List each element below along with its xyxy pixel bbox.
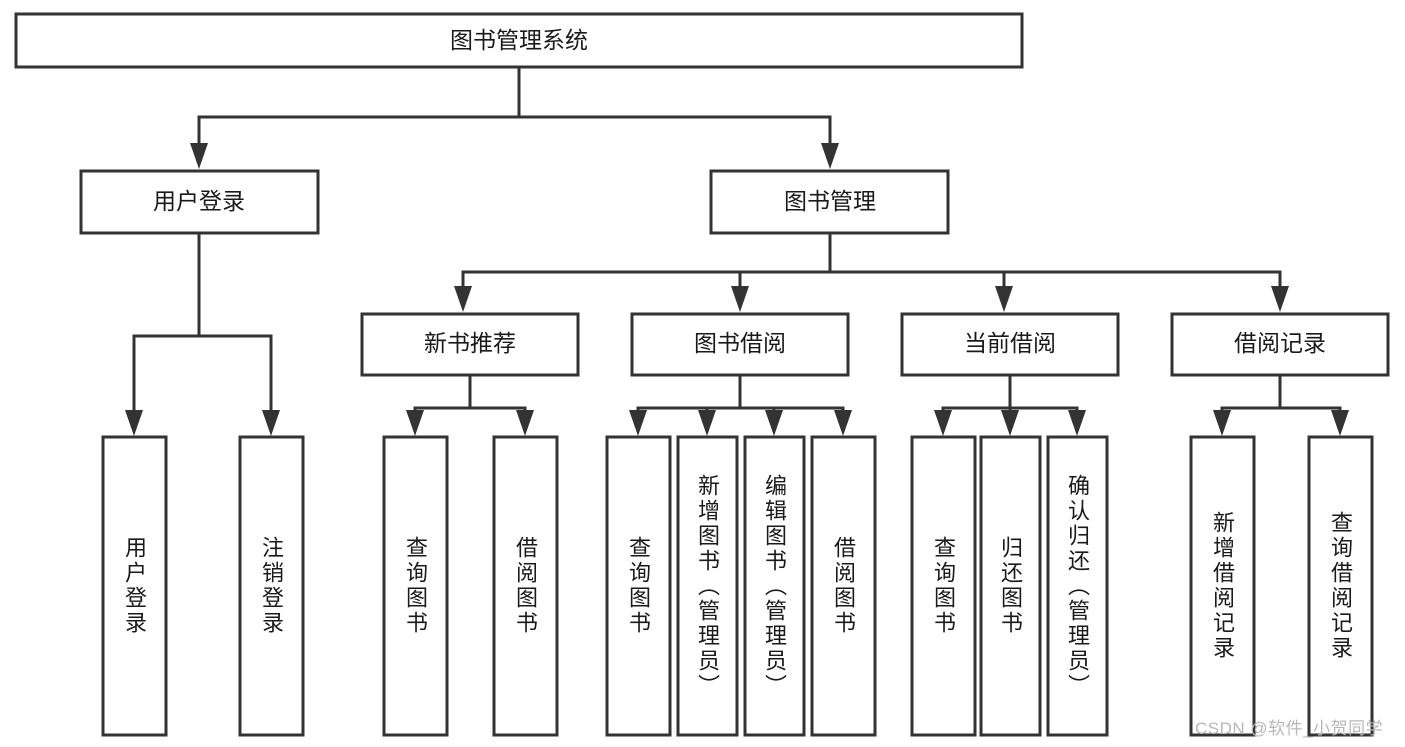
arrow-book-borrow-leaf2-icon (698, 410, 716, 436)
arrow-to-current-borrow-icon (995, 286, 1013, 312)
arrow-to-new-book-icon (454, 286, 472, 312)
leaf-box-current-borrow-1[interactable] (979, 435, 1042, 737)
leaf-box-current-borrow-0[interactable] (910, 435, 977, 737)
arrow-root-to-book-manage-icon (821, 143, 839, 169)
arrow-new-book-leaf2-icon (516, 410, 534, 436)
arrow-book-borrow-leaf4-icon (834, 410, 852, 436)
node-user-login-label: 用户登录 (153, 188, 245, 214)
leaf-box-new-book-0[interactable] (382, 435, 449, 737)
leaf-box-borrow-record-1[interactable] (1307, 435, 1374, 737)
arrow-current-borrow-leaf1-icon (934, 410, 952, 436)
leaf-box-borrow-record-0[interactable] (1189, 435, 1256, 737)
node-new-book-recommend-box[interactable] (360, 312, 580, 377)
node-current-borrow-box[interactable] (900, 312, 1120, 377)
arrow-to-borrow-record-icon (1271, 286, 1289, 312)
leaf-box-book-borrow-3[interactable] (810, 435, 877, 737)
node-book-manage-box[interactable] (709, 169, 950, 235)
leaf-box-book-borrow-2[interactable] (743, 435, 806, 737)
arrow-current-borrow-leaf2-icon (1001, 410, 1019, 436)
arrow-book-borrow-leaf3-icon (765, 410, 783, 436)
watermark-text: CSDN @软件_小贺同学 (1195, 719, 1384, 738)
arrow-current-borrow-leaf3-icon (1068, 410, 1086, 436)
node-borrow-record-box[interactable] (1170, 312, 1390, 377)
node-root-label: 图书管理系统 (450, 27, 588, 53)
leaf-box-new-book-1[interactable] (492, 435, 559, 737)
arrow-root-to-user-login-icon (190, 143, 208, 169)
arrow-borrow-record-leaf2-icon (1331, 410, 1349, 436)
node-borrow-record-label: 借阅记录 (1234, 330, 1326, 356)
arrow-book-borrow-leaf1-icon (629, 410, 647, 436)
node-root-box[interactable] (14, 12, 1024, 69)
leaf-box-user-login-1[interactable] (238, 435, 305, 737)
node-current-borrow-label: 当前借阅 (964, 330, 1056, 356)
leaf-box-book-borrow-0[interactable] (605, 435, 672, 737)
node-book-borrow-label: 图书借阅 (694, 330, 786, 356)
arrow-new-book-leaf1-icon (406, 410, 424, 436)
node-new-book-recommend-label: 新书推荐 (424, 330, 516, 356)
arrow-to-book-borrow-icon (731, 286, 749, 312)
node-book-manage-label: 图书管理 (784, 188, 876, 214)
arrow-borrow-record-leaf1-icon (1213, 410, 1231, 436)
leaf-box-book-borrow-1[interactable] (676, 435, 739, 737)
node-book-borrow-box[interactable] (630, 312, 850, 377)
leaf-box-user-login-0[interactable] (101, 435, 168, 737)
arrow-user-login-leaf1-icon (125, 410, 143, 436)
arrow-user-login-leaf2-icon (262, 410, 280, 436)
leaf-box-current-borrow-2[interactable] (1046, 435, 1109, 737)
